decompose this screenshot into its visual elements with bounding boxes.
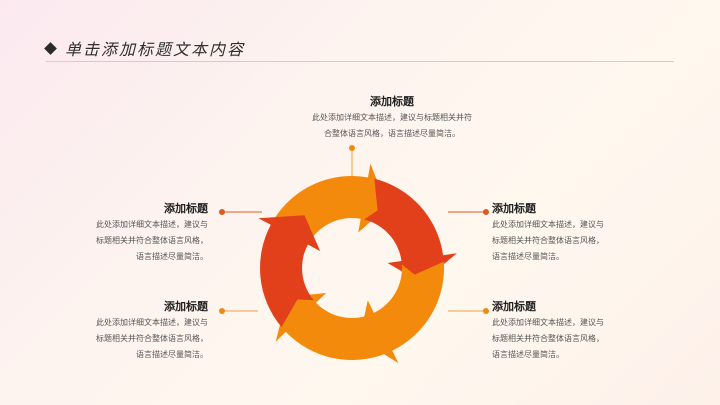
block-line: 合整体语言风格，语言描述尽量简洁。 [324, 129, 460, 138]
text-block-top: 添加标题 此处添加详细文本描述，建议与标题相关并符 合整体语言风格，语言描述尽量… [292, 94, 492, 142]
block-line: 语言描述尽量简洁。 [492, 252, 564, 261]
block-line: 此处添加详细文本描述，建议与 [96, 318, 208, 327]
block-line: 标题相关并符合整体语言风格， [492, 334, 604, 343]
connector-dot-right-top [483, 209, 489, 215]
block-line: 语言描述尽量简洁。 [492, 350, 564, 359]
block-line: 标题相关并符合整体语言风格， [96, 236, 208, 245]
block-line: 此处添加详细文本描述，建议与 [492, 220, 604, 229]
connector-lines [219, 145, 489, 314]
slide-title-text[interactable]: 单击添加标题文本内容 [65, 40, 246, 59]
text-block-left-bottom: 添加标题 此处添加详细文本描述，建议与 标题相关并符合整体语言风格， 语言描述尽… [58, 299, 208, 363]
text-block-left-top: 添加标题 此处添加详细文本描述，建议与 标题相关并符合整体语言风格， 语言描述尽… [58, 201, 208, 265]
cycle-arrow-5 [258, 215, 321, 328]
title-divider [46, 61, 674, 62]
block-line: 此处添加详细文本描述，建议与 [492, 318, 604, 327]
block-line: 标题相关并符合整体语言风格， [492, 236, 604, 245]
block-title[interactable]: 添加标题 [492, 300, 536, 313]
block-title[interactable]: 添加标题 [164, 202, 208, 215]
cycle-arrow-4 [275, 293, 387, 361]
connector-dot-left-bottom [219, 308, 225, 314]
slide-title: 单击添加标题文本内容 [44, 36, 246, 60]
block-line: 语言描述尽量简洁。 [136, 252, 208, 261]
cycle-arrow-2 [364, 178, 457, 283]
text-block-right-top: 添加标题 此处添加详细文本描述，建议与 标题相关并符合整体语言风格， 语言描述尽… [492, 201, 642, 265]
block-line: 标题相关并符合整体语言风格， [96, 334, 208, 343]
cycle-arrow-3 [359, 261, 445, 364]
block-title[interactable]: 添加标题 [164, 300, 208, 313]
connector-dot-top [349, 145, 355, 151]
text-block-right-bottom: 添加标题 此处添加详细文本描述，建议与 标题相关并符合整体语言风格， 语言描述尽… [492, 299, 642, 363]
connector-dot-right-bottom [483, 308, 489, 314]
block-line: 此处添加详细文本描述，建议与 [96, 220, 208, 229]
block-line: 语言描述尽量简洁。 [136, 350, 208, 359]
block-line: 此处添加详细文本描述，建议与标题相关并符 [312, 113, 472, 122]
connector-dot-left-top [219, 209, 225, 215]
cycle-arrows [258, 163, 457, 364]
block-title[interactable]: 添加标题 [370, 95, 414, 108]
block-title[interactable]: 添加标题 [492, 202, 536, 215]
